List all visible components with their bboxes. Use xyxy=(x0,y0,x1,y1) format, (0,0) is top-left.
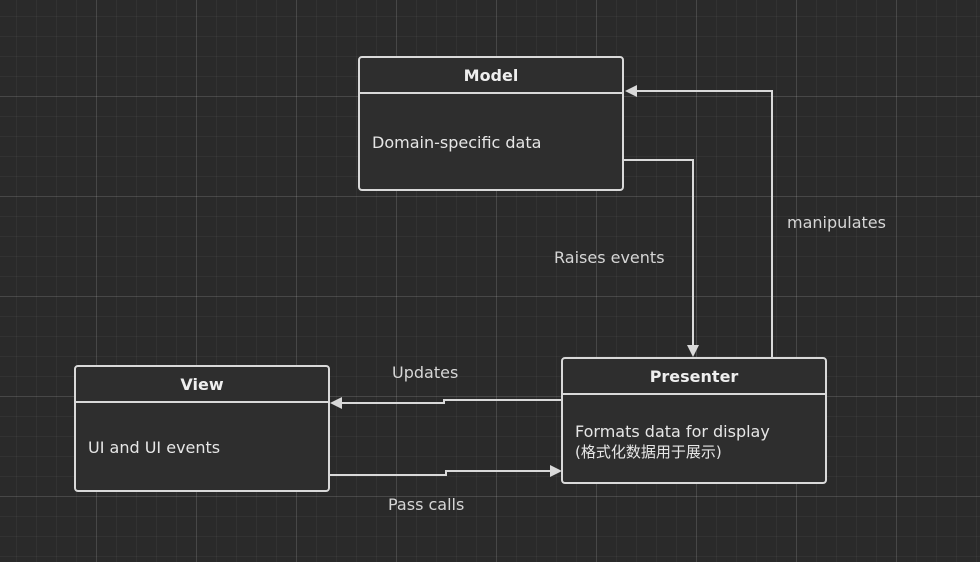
manipulates-label: manipulates xyxy=(787,213,886,232)
view-description: UI and UI events xyxy=(76,403,328,458)
edge-raises-events xyxy=(624,159,699,357)
model-title: Model xyxy=(360,58,622,94)
model-description: Domain-specific data xyxy=(360,94,622,153)
model-box[interactable]: Model Domain-specific data xyxy=(358,56,624,191)
presenter-description-line1: Formats data for display xyxy=(575,422,770,441)
presenter-title: Presenter xyxy=(563,359,825,395)
edge-pass-calls xyxy=(330,465,562,477)
updates-label: Updates xyxy=(392,363,459,382)
model-description-text: Domain-specific data xyxy=(372,133,542,152)
presenter-description: Formats data for display (格式化数据用于展示) xyxy=(563,395,825,463)
pass-calls-label: Pass calls xyxy=(388,495,465,514)
view-box[interactable]: View UI and UI events xyxy=(74,365,330,492)
presenter-box[interactable]: Presenter Formats data for display (格式化数… xyxy=(561,357,827,484)
raises-events-label: Raises events xyxy=(554,248,665,267)
edge-updates xyxy=(330,397,561,409)
edge-manipulates xyxy=(625,85,773,357)
view-title: View xyxy=(76,367,328,403)
view-description-text: UI and UI events xyxy=(88,438,221,457)
presenter-description-line2: (格式化数据用于展示) xyxy=(575,443,722,461)
